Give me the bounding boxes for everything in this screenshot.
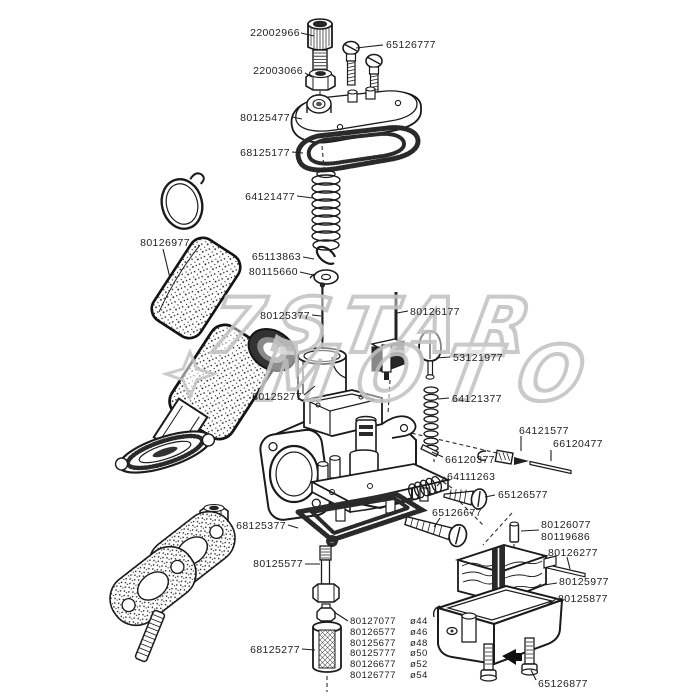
part-intake-sleeve [150, 236, 242, 340]
callout-needle-pin-a: 80126077 [541, 519, 591, 531]
part-float-valve-pin [529, 460, 572, 475]
part-fuel-filter [312, 621, 342, 673]
jet-part-number: 80126677 [350, 659, 396, 670]
callout-needle-clip: 65113863 [251, 251, 301, 263]
jet-part-number: 80125677 [350, 637, 396, 649]
callout-throttle-slide: 80125277 [252, 391, 302, 403]
callout-bowl-gasket: 68125377 [236, 520, 286, 532]
callout-air-screw: 65126677 [432, 507, 482, 519]
callout-bowl-screws: 65126877 [538, 678, 588, 690]
callout-tickler: 53121977 [453, 352, 503, 364]
callout-float: 80125977 [559, 576, 609, 588]
callout-adjuster-nut: 22003066 [253, 65, 303, 77]
part-needle-clip [315, 245, 337, 265]
part-bowl-screws [479, 637, 539, 682]
jet-size-row: 80125677 ø48 [350, 637, 428, 650]
callout-top-cover: 80125477 [240, 112, 290, 124]
part-bowl-gasket [292, 491, 428, 547]
callout-float-valve: 64121577 [519, 425, 569, 437]
part-needle-seat-pin [509, 521, 520, 543]
part-stud [134, 609, 166, 663]
callout-needle-jet: 80126177 [410, 306, 460, 318]
callout-jet-needle: 80125377 [260, 310, 310, 322]
callout-fuel-filter: 68125277 [250, 644, 300, 656]
part-carburetor-body [259, 389, 451, 522]
jet-size-table: 80127077 ø44 80126577 ø46 80125677 ø48 8012… [350, 616, 428, 682]
part-needle-jet [370, 292, 407, 380]
part-idle-spring [407, 475, 443, 501]
jet-part-number: 80126777 [350, 669, 396, 681]
watermark-star-icon [161, 348, 219, 401]
jet-diameter: ø44 [410, 616, 428, 627]
callout-float-bowl: 80125877 [558, 593, 608, 605]
jet-size-row: 80126777 ø54 [350, 669, 428, 682]
jet-part-number: 80127077 [350, 616, 396, 627]
part-main-jet [316, 603, 336, 622]
jet-size-row: 80125777 ø50 [350, 648, 428, 660]
part-adjuster-nut [305, 68, 336, 91]
part-slide-spring [311, 169, 341, 251]
part-tickler [418, 330, 442, 380]
callout-intake-sleeve: 80126977 [140, 237, 190, 249]
jet-diameter: ø52 [410, 659, 428, 670]
part-hose-clamp [160, 172, 205, 230]
callout-needle-pin-b: 80119686 [541, 531, 591, 543]
part-cover-screws [342, 40, 383, 99]
part-flange-gasket-lower [109, 545, 197, 627]
left-arrow-marker [502, 649, 522, 665]
jet-diameter: ø48 [410, 637, 428, 649]
callout-cover-gasket: 68125177 [240, 147, 290, 159]
part-tickler-spring [423, 386, 439, 453]
callout-jet-holder: 80125577 [253, 558, 303, 570]
watermark-line2: MOTO [253, 331, 613, 419]
jet-size-row: 80126677 ø52 [350, 659, 428, 671]
callout-cable-adjuster-bolt: 22002966 [250, 27, 300, 39]
part-top-cover [290, 86, 422, 144]
callout-float-pivot-pin: 80126277 [548, 547, 598, 559]
jet-diameter: ø50 [410, 648, 428, 660]
jet-size-row: 80126577 ø46 [350, 626, 428, 639]
callout-tickler-spring: 64121377 [452, 393, 502, 405]
part-air-screw [404, 515, 468, 548]
callout-valve-pin: 66120477 [553, 438, 603, 450]
callout-needle-washer: 80115660 [248, 266, 298, 278]
watermark-line1: 7STAR [203, 283, 549, 371]
callout-small-pin: 66120377 [445, 454, 495, 466]
watermark: 7STAR MOTO [161, 281, 615, 421]
callout-idle-screw: 65126577 [498, 489, 548, 501]
jet-size-row: 80127077 ø44 [350, 616, 428, 628]
part-needle-washer [309, 269, 339, 285]
part-idle-screw [443, 488, 488, 510]
callout-idle-spring: 64111263 [447, 471, 496, 483]
jet-diameter: ø46 [410, 626, 428, 638]
part-float-bowl [432, 584, 566, 666]
jet-part-number: 80126577 [350, 626, 396, 638]
part-intake-elbow [114, 323, 297, 474]
part-jet-holder [312, 545, 340, 603]
part-float-valve [477, 449, 529, 465]
jet-part-number: 80125777 [350, 648, 396, 660]
leader-lines [162, 32, 571, 681]
callout-slide-spring: 64121477 [245, 191, 295, 203]
callout-cover-screws: 65126777 [386, 39, 436, 51]
jet-diameter: ø54 [410, 669, 428, 681]
